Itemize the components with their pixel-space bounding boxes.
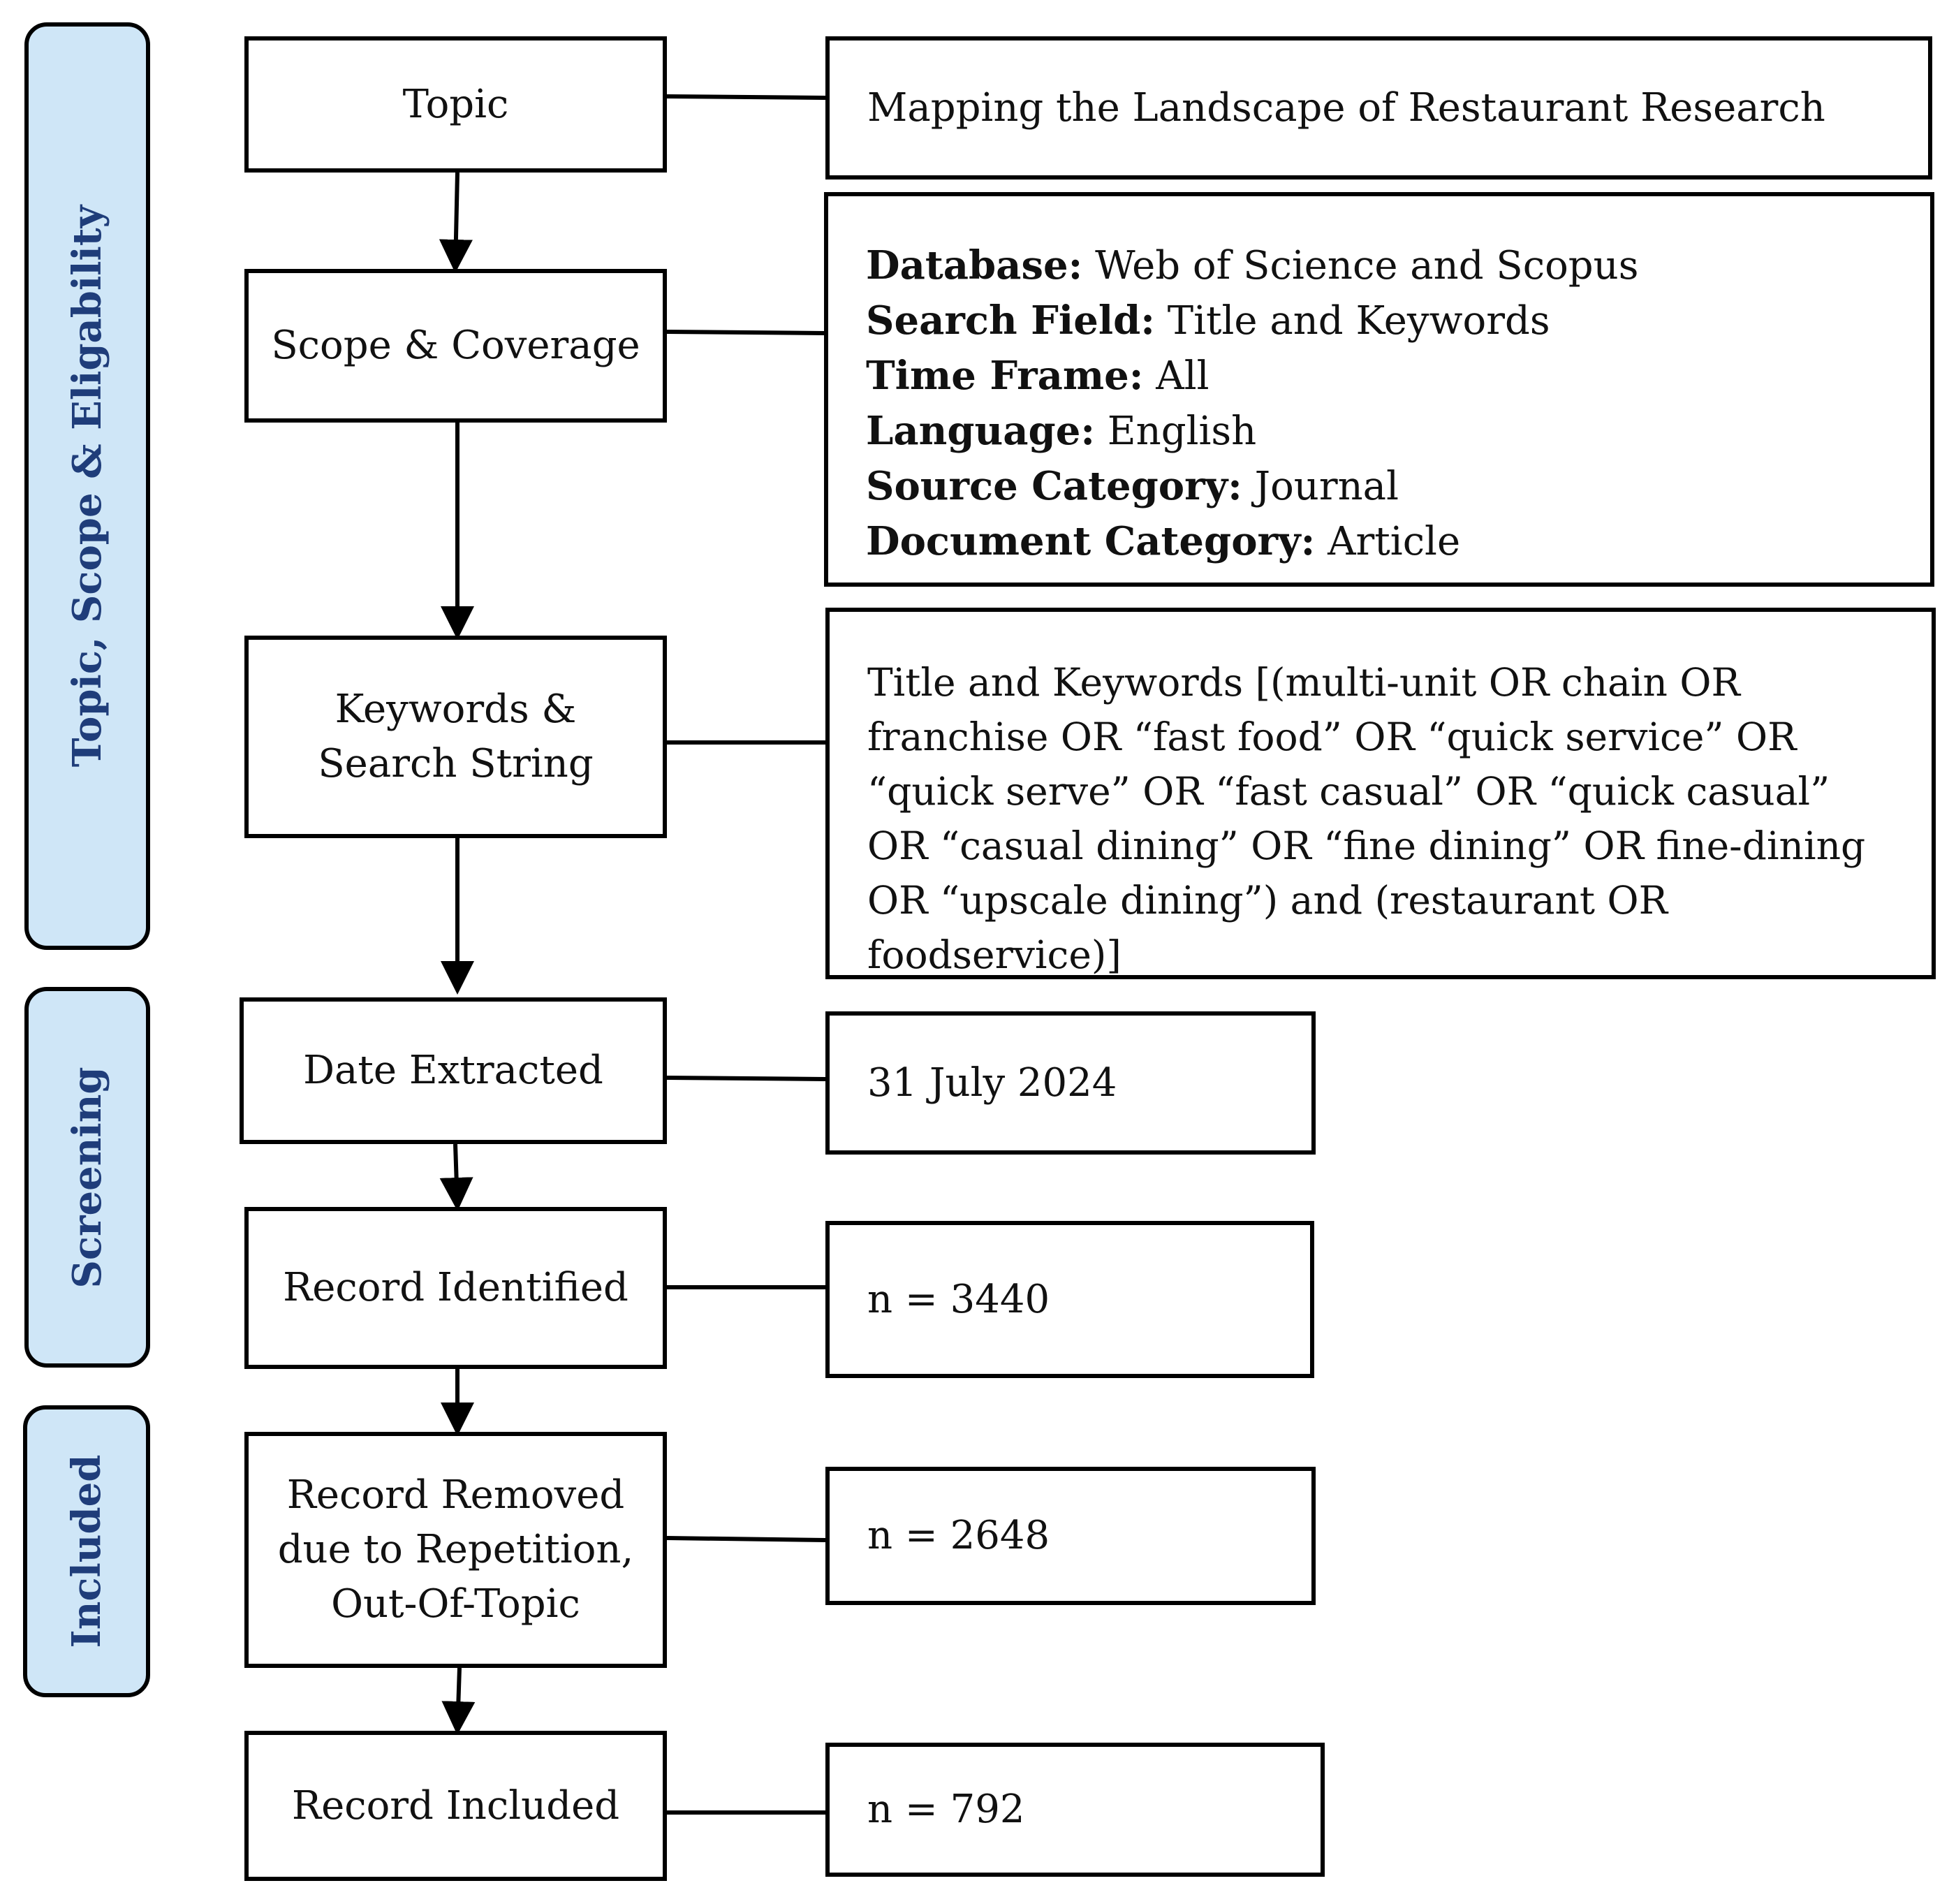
arrow-topic-to-scope [439, 172, 473, 273]
step-date-extracted: Date Extracted [240, 997, 667, 1144]
detail-text: n = 2648 [867, 1513, 1050, 1558]
scope-key: Database: [866, 242, 1083, 288]
scope-value: English [1095, 409, 1257, 454]
step-label: Scope & Coverage [271, 323, 640, 368]
step-scope-coverage: Scope & Coverage [244, 269, 667, 423]
detail-text: n = 3440 [867, 1276, 1050, 1322]
arrow-removed-to-included [441, 1667, 476, 1735]
phase-topic-scope-eligability: Topic, Scope & Eligability [24, 22, 150, 950]
phase-label: Included [64, 1454, 110, 1648]
step-label: Keywords & Search String [318, 687, 594, 786]
scope-key: Source Category: [866, 463, 1242, 509]
connector-removed [666, 1536, 826, 1542]
detail-records-identified: n = 3440 [825, 1221, 1314, 1378]
detail-text: Mapping the Landscape of Restaurant Rese… [867, 85, 1825, 131]
scope-key: Language: [866, 408, 1095, 454]
scope-key: Document Category: [866, 518, 1316, 564]
phase-screening: Screening [24, 987, 150, 1368]
detail-text: 31 July 2024 [867, 1060, 1117, 1106]
step-label: Date Extracted [303, 1048, 603, 1093]
phase-included: Included [23, 1405, 150, 1697]
step-label: Record Included [291, 1782, 620, 1829]
detail-topic: Mapping the Landscape of Restaurant Rese… [825, 36, 1932, 180]
step-label: Record Identified [283, 1265, 628, 1310]
arrow-date-to-identified [439, 1143, 473, 1211]
detail-search-string: Title and Keywords [(multi-unit OR chain… [825, 608, 1936, 979]
detail-records-removed: n = 2648 [825, 1467, 1316, 1605]
scope-list: Database: Web of Science and Scopus Sear… [866, 238, 1638, 569]
step-record-removed: Record Removed due to Repetition, Out-Of… [244, 1432, 667, 1668]
detail-records-included: n = 792 [825, 1743, 1325, 1877]
scope-value: All [1143, 353, 1209, 399]
scope-key: Time Frame: [866, 353, 1144, 399]
step-label: Topic [402, 81, 509, 127]
scope-row-database: Database: Web of Science and Scopus [866, 238, 1638, 293]
phase-label: Screening [64, 1066, 110, 1289]
scope-row-source-category: Source Category: Journal [866, 459, 1638, 514]
step-keywords-search-string: Keywords & Search String [244, 636, 667, 838]
connector-date [666, 1076, 826, 1081]
step-record-included: Record Included [244, 1731, 667, 1881]
step-topic: Topic [244, 36, 667, 173]
step-label: Record Removed due to Repetition, Out-Of… [277, 1472, 634, 1627]
scope-row-document-category: Document Category: Article [866, 514, 1638, 569]
step-record-identified: Record Identified [244, 1207, 667, 1369]
detail-text: n = 792 [867, 1787, 1025, 1832]
scope-row-language: Language: English [866, 404, 1638, 459]
scope-key: Search Field: [866, 298, 1155, 344]
detail-text: Title and Keywords [(multi-unit OR chain… [867, 660, 1866, 977]
scope-row-time-frame: Time Frame: All [866, 349, 1638, 404]
detail-date-extracted: 31 July 2024 [825, 1011, 1316, 1155]
scope-value: Journal [1242, 464, 1399, 509]
connector-scope [666, 330, 825, 335]
scope-value: Article [1315, 519, 1461, 564]
phase-label: Topic, Scope & Eligability [64, 205, 110, 768]
scope-value: Title and Keywords [1154, 298, 1550, 344]
detail-scope: Database: Web of Science and Scopus Sear… [824, 192, 1934, 587]
scope-value: Web of Science and Scopus [1082, 243, 1639, 288]
scope-row-search-field: Search Field: Title and Keywords [866, 293, 1638, 349]
connector-topic [666, 94, 826, 100]
